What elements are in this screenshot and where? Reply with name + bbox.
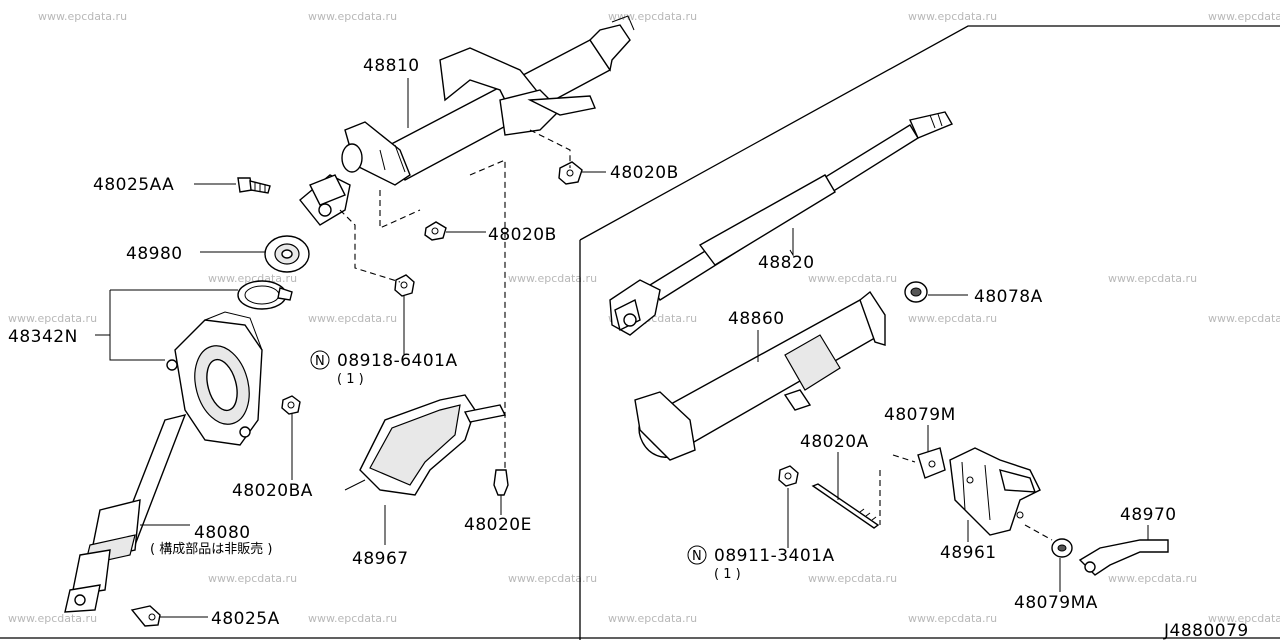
part-08918-6401A-nut — [394, 274, 415, 297]
n-symbol-08911: N — [687, 545, 707, 565]
label-48025A: 48025A — [211, 609, 280, 629]
part-48342N-clamp — [237, 280, 293, 310]
watermark-text: www.epcdata.ru — [1108, 272, 1197, 285]
n-symbol-text: N — [315, 354, 325, 369]
part-48020E-clip — [493, 469, 509, 505]
label-48025AA: 48025AA — [93, 175, 174, 195]
label-48961: 48961 — [940, 543, 997, 563]
part-48079MA-washer — [1051, 538, 1073, 558]
left-dashed-references — [339, 129, 571, 470]
watermark-text: www.epcdata.ru — [308, 10, 397, 23]
part-48020B-nut-top — [558, 161, 583, 185]
watermark-text: www.epcdata.ru — [908, 312, 997, 325]
part-48078A-nut — [904, 281, 928, 303]
label-48079M: 48079M — [884, 405, 956, 425]
watermark-text: www.epcdata.ru — [8, 612, 97, 625]
part-48810-column-jacket — [341, 15, 635, 186]
part-48820-shaft — [609, 111, 954, 336]
watermark-text: www.epcdata.ru — [908, 612, 997, 625]
watermark-text: www.epcdata.ru — [608, 10, 697, 23]
watermark-text: www.epcdata.ru — [1208, 10, 1280, 23]
part-48020BA-nut — [281, 395, 301, 415]
label-48020E: 48020E — [464, 515, 532, 535]
label-08911-3401A: 08911-3401A — [714, 546, 835, 566]
part-48970-lever — [1078, 539, 1169, 576]
watermark-text: www.epcdata.ru — [908, 10, 997, 23]
label-48820: 48820 — [758, 253, 815, 273]
diagram-code: J4880079 — [1163, 621, 1249, 640]
watermark-text: www.epcdata.ru — [308, 612, 397, 625]
watermark-text: www.epcdata.ru — [208, 272, 297, 285]
watermark-text: www.epcdata.ru — [1208, 612, 1280, 625]
watermarks: www.epcdata.ru www.epcdata.ru www.epcdat… — [8, 10, 1280, 625]
label-48860: 48860 — [728, 309, 785, 329]
label-48020B-mid: 48020B — [488, 225, 557, 245]
label-48980: 48980 — [126, 244, 183, 264]
watermark-text: www.epcdata.ru — [1208, 312, 1280, 325]
watermark-text: www.epcdata.ru — [808, 572, 897, 585]
label-48079MA: 48079MA — [1014, 593, 1098, 613]
label-48080: 48080 — [194, 523, 251, 543]
right-leader-lines — [757, 228, 1149, 592]
part-48080-lower-shaft — [64, 413, 187, 613]
part-labels: 48810 48025AA 48020B 48020B 48980 48342N… — [8, 56, 1249, 640]
label-48967: 48967 — [352, 549, 409, 569]
part-48961-bracket — [949, 447, 1041, 536]
part-48967-cover — [344, 394, 507, 496]
label-48080-note: ( 構成部品は非販売 ) — [150, 541, 272, 557]
left-leader-lines — [95, 78, 606, 618]
part-48025AA-bolt — [237, 177, 271, 194]
watermark-text: www.epcdata.ru — [8, 312, 97, 325]
part-48980-seal — [264, 235, 310, 273]
n-symbol-text: N — [692, 549, 702, 564]
part-48342N-boot — [166, 311, 263, 446]
label-48078A: 48078A — [974, 287, 1043, 307]
label-48342N: 48342N — [8, 327, 78, 347]
watermark-text: www.epcdata.ru — [1108, 572, 1197, 585]
part-08911-3401A-nut — [778, 465, 799, 487]
label-48020BA: 48020BA — [232, 481, 313, 501]
label-48020A: 48020A — [800, 432, 869, 452]
n-symbol-08918: N — [310, 350, 330, 370]
label-08918-qty: ( 1 ) — [337, 372, 364, 387]
watermark-text: www.epcdata.ru — [808, 272, 897, 285]
label-08918-6401A: 08918-6401A — [337, 351, 458, 371]
part-universal-joint-upper — [299, 174, 351, 226]
watermark-text: www.epcdata.ru — [508, 572, 597, 585]
part-48025A-bolt — [130, 605, 161, 627]
part-48020B-nut-mid — [424, 221, 447, 241]
watermark-text: www.epcdata.ru — [308, 312, 397, 325]
watermark-text: www.epcdata.ru — [508, 272, 597, 285]
watermark-text: www.epcdata.ru — [208, 572, 297, 585]
part-48860-tube — [634, 290, 886, 461]
right-dashed-references — [879, 454, 1053, 541]
subview-border-top — [579, 25, 1280, 241]
label-48020B-top: 48020B — [610, 163, 679, 183]
watermark-text: www.epcdata.ru — [38, 10, 127, 23]
part-48020A-stud — [811, 483, 880, 529]
label-08911-qty: ( 1 ) — [714, 567, 741, 582]
part-48079M-bracket — [917, 447, 946, 479]
label-48970: 48970 — [1120, 505, 1177, 525]
label-48810: 48810 — [363, 56, 420, 76]
watermark-text: www.epcdata.ru — [608, 612, 697, 625]
